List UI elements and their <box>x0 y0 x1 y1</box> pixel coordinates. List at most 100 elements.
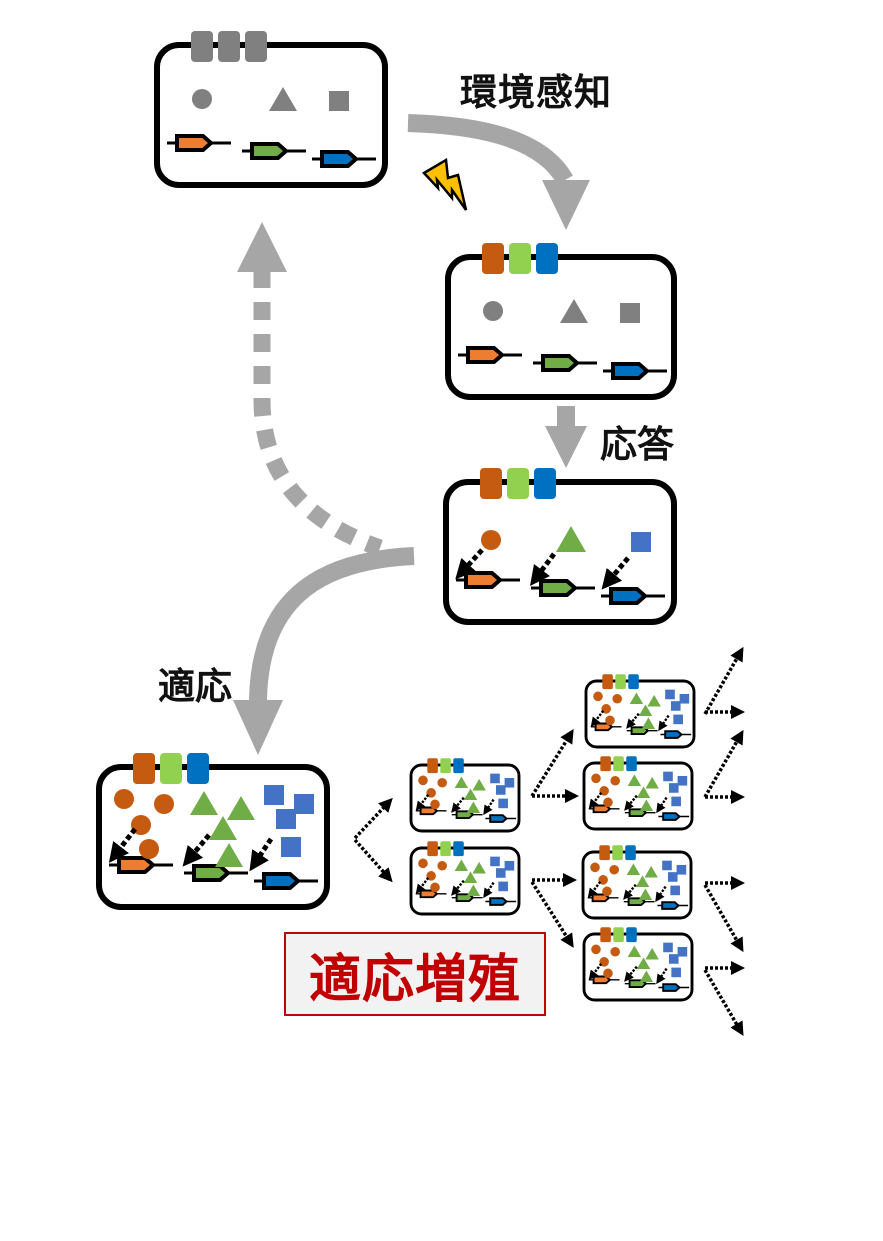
receptor-green <box>613 927 624 943</box>
induction-arrow <box>590 710 605 728</box>
cell-generation-2-2 <box>582 756 694 831</box>
receptor-green <box>440 841 451 857</box>
receptor-blue <box>626 756 637 772</box>
receptor-orange <box>600 927 611 943</box>
molecule-square <box>662 860 672 871</box>
molecule-triangle <box>454 776 469 789</box>
induction-arrow <box>455 548 484 580</box>
induction-arrow <box>483 798 495 816</box>
molecule-triangle <box>209 816 237 840</box>
gene-orange <box>175 134 215 152</box>
molecule-square <box>663 771 673 782</box>
molecule-triangle <box>463 871 478 884</box>
receptor-orange <box>427 841 438 857</box>
receptor-blue <box>625 845 636 861</box>
induction-arrow <box>601 556 630 590</box>
molecule-triangle <box>636 957 651 970</box>
induction-arrow <box>451 796 465 813</box>
molecule-square <box>663 942 673 953</box>
molecule-triangle <box>556 526 586 552</box>
gene-blue <box>320 150 360 168</box>
receptor-blue <box>626 927 637 943</box>
molecule-triangle <box>639 799 654 811</box>
molecule-circle <box>593 691 603 702</box>
molecule-triangle <box>560 299 588 323</box>
molecule-circle <box>590 862 600 873</box>
molecule-square <box>679 693 690 704</box>
induction-arrow <box>626 712 640 729</box>
molecule-triangle <box>454 859 469 872</box>
molecule-circle <box>591 944 601 955</box>
induction-arrow <box>483 881 495 899</box>
molecule-square <box>329 91 349 111</box>
molecule-square <box>671 967 681 978</box>
receptor-blue <box>453 758 464 774</box>
molecule-triangle <box>472 778 486 791</box>
molecule-triangle <box>645 776 659 789</box>
proliferation-arrow <box>703 884 744 953</box>
gene-green <box>539 579 579 597</box>
induction-arrow <box>624 965 638 982</box>
receptor-orange <box>602 674 613 690</box>
molecule-triangle <box>644 865 658 878</box>
molecule-circle <box>418 775 428 786</box>
molecule-circle <box>609 864 619 875</box>
proliferation-arrow <box>530 881 574 948</box>
molecule-circle <box>483 301 503 321</box>
molecule-triangle <box>190 791 218 815</box>
molecule-circle <box>612 693 622 704</box>
molecule-circle <box>437 860 448 871</box>
molecule-circle <box>603 797 613 808</box>
receptor-blue <box>536 243 558 274</box>
label-adaptation: 適応 <box>158 665 232 708</box>
induction-arrow <box>182 833 211 867</box>
arrow-response-head <box>545 426 587 468</box>
molecule-circle <box>430 799 440 810</box>
induction-arrow <box>624 794 638 811</box>
arrow-feedback-head <box>237 222 287 272</box>
molecule-triangle <box>215 843 243 867</box>
gene-green <box>250 142 290 160</box>
arrow-adapt-body <box>249 547 415 701</box>
gene-blue <box>664 730 683 739</box>
arrow-feedback-dashed <box>253 270 383 557</box>
proliferation-arrow <box>353 797 393 840</box>
gene-blue <box>662 983 681 992</box>
molecule-square <box>504 860 515 871</box>
molecule-triangle <box>627 774 642 787</box>
receptor-green <box>507 468 529 499</box>
receptor-orange <box>427 758 438 774</box>
molecule-square <box>670 701 681 711</box>
gene-orange <box>117 856 157 874</box>
receptor-orange <box>133 753 155 784</box>
gene-orange <box>464 571 504 589</box>
molecule-square <box>490 856 500 867</box>
induction-arrow <box>415 794 430 812</box>
molecule-circle <box>437 777 448 788</box>
molecule-triangle <box>636 786 651 799</box>
molecule-circle <box>418 858 428 869</box>
molecule-triangle <box>638 888 653 900</box>
gene-blue <box>609 587 649 605</box>
receptor-orange <box>600 756 611 772</box>
gene-orange <box>466 346 506 364</box>
receptor-orange <box>191 31 213 62</box>
molecule-triangle <box>269 87 297 111</box>
receptor-green <box>440 758 451 774</box>
arrow-sense-body <box>407 114 573 185</box>
receptor-blue <box>534 468 556 499</box>
molecule-square <box>281 837 301 857</box>
molecule-square <box>294 794 314 814</box>
cell-adapted-cell <box>96 753 330 910</box>
molecule-square <box>667 872 678 882</box>
molecule-square <box>670 885 680 896</box>
induction-arrow <box>658 714 670 732</box>
molecule-square <box>620 303 640 323</box>
proliferation-arrow <box>703 729 744 798</box>
cell-generation-1-1 <box>409 758 521 833</box>
arrow-adapt-head <box>233 700 283 755</box>
gene-blue <box>489 814 508 823</box>
induction-arrow <box>530 552 556 586</box>
